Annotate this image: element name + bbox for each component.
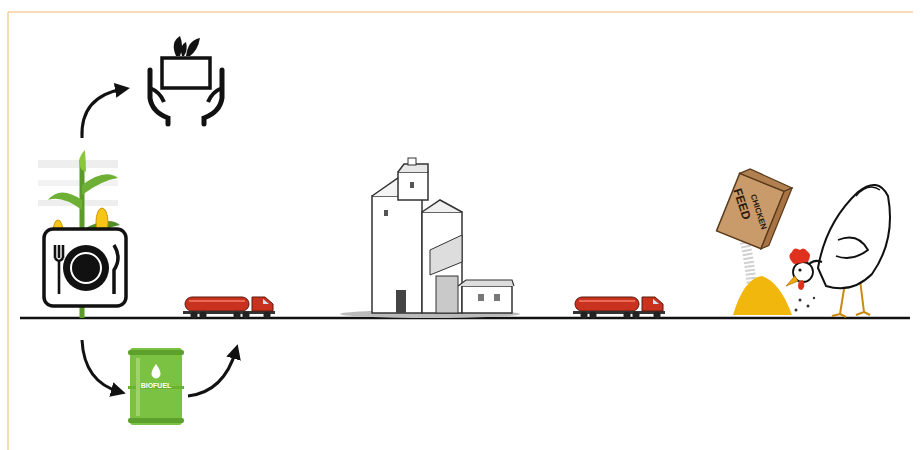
meal-icon [44, 229, 126, 306]
donation-icon-part [181, 42, 187, 56]
grain-elevator-part [494, 294, 500, 301]
corn-plant-part [38, 160, 118, 168]
tanker-truck-part [573, 297, 665, 319]
donation-arrow-part [82, 89, 124, 138]
biofuel-barrel-part [128, 350, 184, 355]
grain-elevator-part [422, 200, 462, 212]
donation-icon-part [204, 70, 222, 124]
feed-bag-part [813, 297, 815, 299]
frame-border-part [7, 12, 9, 450]
tanker-truck [183, 297, 275, 319]
chicken-part [789, 248, 810, 264]
grain-elevator-part [436, 276, 458, 313]
feed-bag-part [733, 276, 792, 315]
biofuel-barrel-part [128, 418, 184, 423]
feed-bag-text: CHICKEN [749, 193, 768, 230]
grain-elevator-part [422, 212, 462, 313]
donation-icon-part [186, 38, 200, 56]
grain-elevator-part [458, 280, 514, 286]
donation-icon-part [150, 70, 168, 124]
donation-icon-part [150, 88, 164, 102]
grain-elevator-part [384, 210, 388, 216]
frame-border-part [8, 11, 913, 13]
corn-plant-part [79, 150, 86, 172]
biofuel-barrel [128, 348, 184, 425]
biofuel-arrow-part [188, 350, 236, 396]
biofuel-barrel-part [152, 364, 161, 379]
chicken-part [818, 185, 890, 288]
grain-elevator-part [462, 286, 512, 313]
grain-elevator-part [396, 290, 406, 313]
feed-bag-part [717, 166, 793, 251]
grain-elevator-part [430, 235, 462, 275]
barrel-text: BIOFUEL [141, 382, 172, 389]
donation-icon-part [162, 58, 210, 88]
meal-icon-part [71, 253, 101, 283]
grain-elevator-part [410, 182, 414, 188]
meal-icon-part [55, 245, 63, 294]
chicken-part [798, 268, 801, 271]
frame-border [8, 12, 913, 450]
meal-icon-part [63, 245, 109, 291]
grain-elevator-part [398, 172, 428, 200]
biofuel-barrel-part [136, 358, 140, 416]
meal-icon-part [44, 229, 126, 306]
feed-bag [717, 166, 816, 315]
donation-arrow [82, 89, 124, 138]
corn-plant-part [48, 193, 82, 211]
feed-bag-text: FEED [731, 187, 752, 221]
chicken-part [856, 187, 880, 196]
donation-icon-part [208, 88, 222, 102]
grain-elevator [340, 158, 520, 318]
tanker-truck-part [183, 297, 275, 319]
grain-elevator-part [408, 158, 416, 165]
grain-elevator-part [478, 294, 484, 301]
grain-elevator-part [372, 196, 422, 313]
chicken [786, 185, 890, 317]
tanker-truck [573, 297, 665, 319]
meal-icon-part [114, 245, 118, 294]
donation-icon-part [174, 36, 182, 56]
corn-plant-part [82, 174, 118, 195]
donation-icon [150, 36, 222, 124]
chicken-part [786, 276, 798, 286]
feed-bag-part [795, 309, 798, 312]
feed-bag-part [761, 186, 792, 251]
feed-bag-part [740, 166, 793, 194]
feed-bag-part [799, 299, 802, 302]
chicken-part [798, 280, 804, 290]
chicken-part [836, 238, 868, 258]
feed-bag-part [807, 305, 810, 308]
biofuel-arrow-part [82, 340, 120, 392]
